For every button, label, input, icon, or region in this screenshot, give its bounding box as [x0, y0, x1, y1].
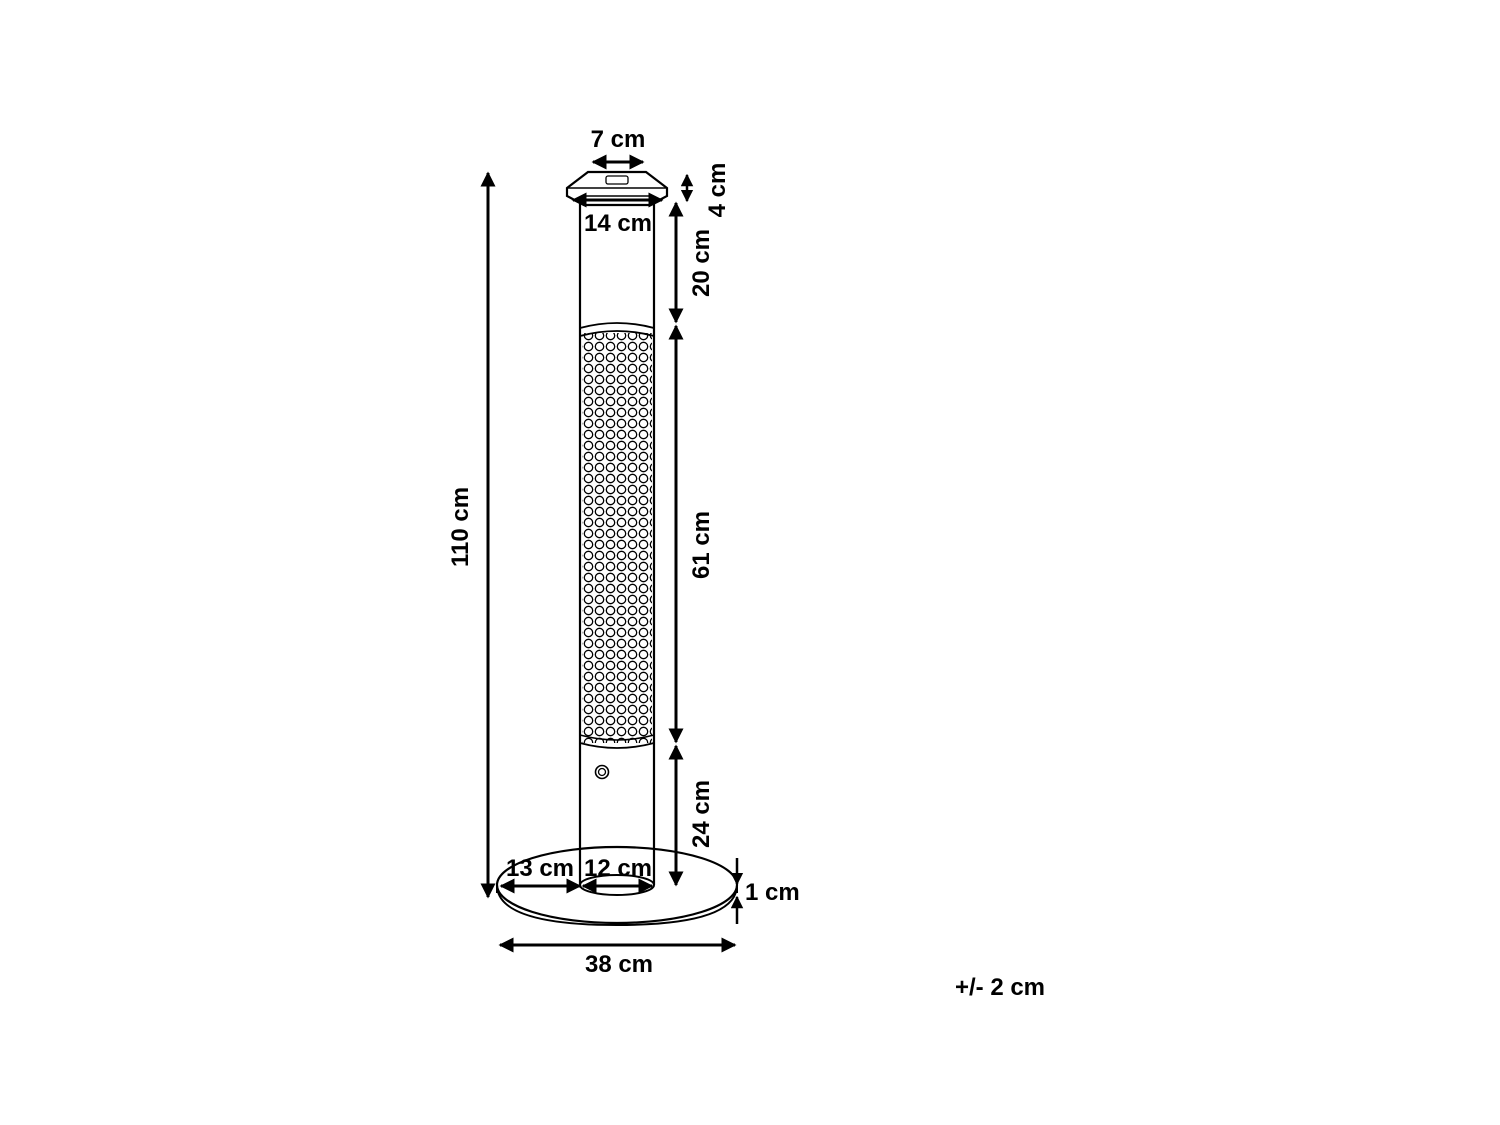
label-bottom-section: 24 cm: [688, 780, 715, 848]
label-column-width: 12 cm: [584, 855, 652, 882]
dimension-lines: [480, 154, 744, 953]
label-cap-width: 14 cm: [584, 210, 652, 237]
heater-illustration: [495, 170, 739, 927]
label-total-height: 110 cm: [447, 487, 474, 567]
label-tolerance: +/- 2 cm: [955, 974, 1045, 1001]
label-base-diameter: 38 cm: [585, 951, 653, 978]
label-base-thickness: 1 cm: [745, 879, 800, 906]
label-top-section: 20 cm: [688, 229, 715, 297]
dimension-labels: 7 cm 14 cm 4 cm 20 cm 61 cm 24 cm 110 cm…: [447, 126, 1045, 1001]
label-heating-section: 61 cm: [688, 511, 715, 579]
control-knob-icon: [594, 764, 610, 780]
heating-element: [579, 322, 655, 749]
label-cap-height: 4 cm: [704, 163, 731, 218]
label-top-width: 7 cm: [591, 126, 646, 153]
label-base-offset: 13 cm: [506, 855, 574, 882]
